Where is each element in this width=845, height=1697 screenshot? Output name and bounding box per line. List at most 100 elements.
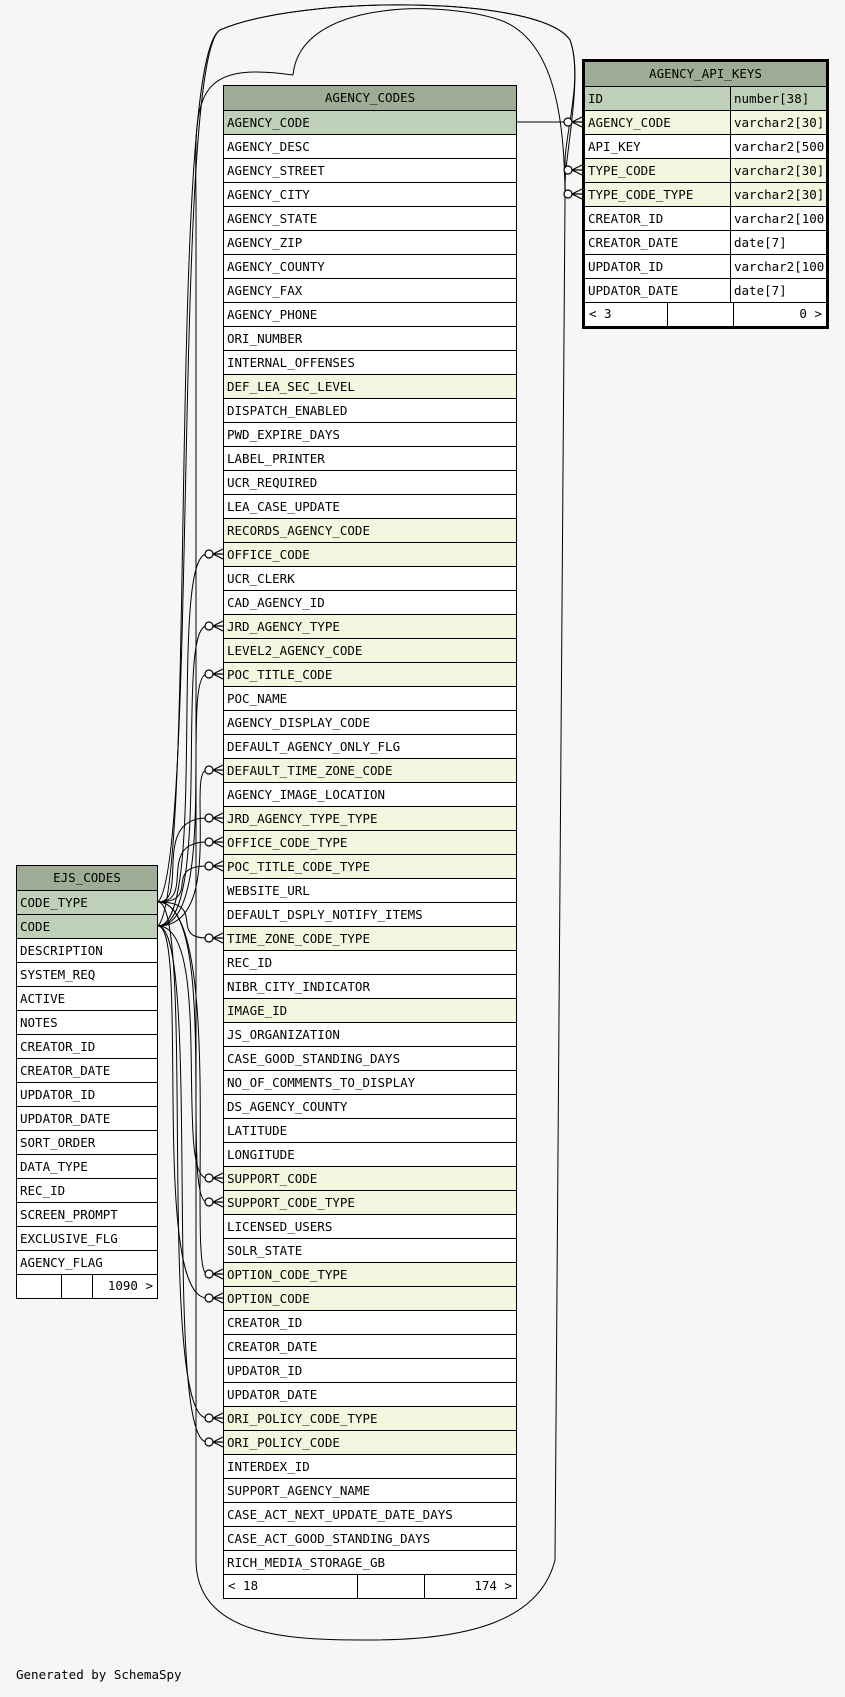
column-row[interactable]: LABEL_PRINTER: [224, 446, 516, 470]
column-row[interactable]: ORI_POLICY_CODE: [224, 1430, 516, 1454]
column-row[interactable]: EXCLUSIVE_FLG: [17, 1226, 157, 1250]
column-name: AGENCY_CITY: [227, 187, 310, 202]
column-row[interactable]: DS_AGENCY_COUNTY: [224, 1094, 516, 1118]
column-row[interactable]: AGENCY_DESC: [224, 134, 516, 158]
column-row[interactable]: POC_NAME: [224, 686, 516, 710]
column-row[interactable]: AGENCY_FLAG: [17, 1250, 157, 1274]
column-row[interactable]: INTERDEX_ID: [224, 1454, 516, 1478]
column-row[interactable]: NIBR_CITY_INDICATOR: [224, 974, 516, 998]
column-row[interactable]: INTERNAL_OFFENSES: [224, 350, 516, 374]
column-row[interactable]: UPDATOR_ID: [17, 1082, 157, 1106]
column-row[interactable]: DEF_LEA_SEC_LEVEL: [224, 374, 516, 398]
column-name: REC_ID: [20, 1183, 66, 1198]
column-row[interactable]: RICH_MEDIA_STORAGE_GB: [224, 1550, 516, 1574]
column-row[interactable]: OPTION_CODE_TYPE: [224, 1262, 516, 1286]
column-row[interactable]: CODE: [17, 914, 157, 938]
column-row[interactable]: AGENCY_ZIP: [224, 230, 516, 254]
row-count: 174 >: [424, 1575, 516, 1598]
column-row[interactable]: ORI_POLICY_CODE_TYPE: [224, 1406, 516, 1430]
column-row[interactable]: RECORDS_AGENCY_CODE: [224, 518, 516, 542]
column-row[interactable]: SUPPORT_AGENCY_NAME: [224, 1478, 516, 1502]
column-row[interactable]: DEFAULT_TIME_ZONE_CODE: [224, 758, 516, 782]
column-row[interactable]: PWD_EXPIRE_DAYS: [224, 422, 516, 446]
column-row[interactable]: NOTES: [17, 1010, 157, 1034]
relationship-line: [157, 925, 208, 1443]
column-row[interactable]: CREATOR_ID: [224, 1310, 516, 1334]
column-type: varchar2[500]: [730, 135, 826, 158]
column-row[interactable]: CAD_AGENCY_ID: [224, 590, 516, 614]
column-row[interactable]: AGENCY_STATE: [224, 206, 516, 230]
column-row[interactable]: AGENCY_PHONE: [224, 302, 516, 326]
column-row[interactable]: NO_OF_COMMENTS_TO_DISPLAY: [224, 1070, 516, 1094]
column-row[interactable]: CASE_ACT_GOOD_STANDING_DAYS: [224, 1526, 516, 1550]
column-row[interactable]: AGENCY_FAX: [224, 278, 516, 302]
column-row[interactable]: AGENCY_COUNTY: [224, 254, 516, 278]
column-name: NOTES: [20, 1015, 58, 1030]
column-row[interactable]: OPTION_CODE: [224, 1286, 516, 1310]
column-name: LEA_CASE_UPDATE: [227, 499, 340, 514]
table-header[interactable]: EJS_CODES: [17, 866, 157, 890]
column-row[interactable]: JRD_AGENCY_TYPE: [224, 614, 516, 638]
column-row[interactable]: DISPATCH_ENABLED: [224, 398, 516, 422]
column-row[interactable]: UCR_REQUIRED: [224, 470, 516, 494]
crow-foot-marker: [204, 620, 224, 632]
table-header[interactable]: AGENCY_API_KEYS: [585, 62, 826, 86]
column-row[interactable]: OFFICE_CODE: [224, 542, 516, 566]
column-row[interactable]: DEFAULT_DSPLY_NOTIFY_ITEMS: [224, 902, 516, 926]
column-row[interactable]: AGENCY_CODE: [224, 110, 516, 134]
column-row[interactable]: SUPPORT_CODE: [224, 1166, 516, 1190]
column-name: UPDATOR_DATE: [227, 1387, 318, 1402]
column-row[interactable]: LONGITUDE: [224, 1142, 516, 1166]
column-row[interactable]: OFFICE_CODE_TYPE: [224, 830, 516, 854]
column-row[interactable]: POC_TITLE_CODE: [224, 662, 516, 686]
column-row[interactable]: CASE_GOOD_STANDING_DAYS: [224, 1046, 516, 1070]
column-row[interactable]: CASE_ACT_NEXT_UPDATE_DATE_DAYS: [224, 1502, 516, 1526]
column-row[interactable]: REC_ID: [17, 1178, 157, 1202]
column-row[interactable]: AGENCY_DISPLAY_CODE: [224, 710, 516, 734]
column-row[interactable]: DEFAULT_AGENCY_ONLY_FLG: [224, 734, 516, 758]
column-row[interactable]: SCREEN_PROMPT: [17, 1202, 157, 1226]
column-row[interactable]: WEBSITE_URL: [224, 878, 516, 902]
column-row[interactable]: UPDATOR_DATE: [224, 1382, 516, 1406]
column-row[interactable]: SYSTEM_REQ: [17, 962, 157, 986]
column-row[interactable]: JRD_AGENCY_TYPE_TYPE: [224, 806, 516, 830]
column-row[interactable]: UCR_CLERK: [224, 566, 516, 590]
column-row[interactable]: SORT_ORDER: [17, 1130, 157, 1154]
column-row[interactable]: AGENCY_IMAGE_LOCATION: [224, 782, 516, 806]
column-row[interactable]: AGENCY_CITY: [224, 182, 516, 206]
column-row[interactable]: SOLR_STATE: [224, 1238, 516, 1262]
column-row[interactable]: CODE_TYPE: [17, 890, 157, 914]
column-row[interactable]: DATA_TYPE: [17, 1154, 157, 1178]
column-row[interactable]: ORI_NUMBER: [224, 326, 516, 350]
column-row[interactable]: UPDATOR_DATE: [17, 1106, 157, 1130]
column-row[interactable]: DESCRIPTION: [17, 938, 157, 962]
column-row[interactable]: JS_ORGANIZATION: [224, 1022, 516, 1046]
column-row[interactable]: REC_ID: [224, 950, 516, 974]
column-row[interactable]: CREATOR_ID: [17, 1034, 157, 1058]
column-row[interactable]: POC_TITLE_CODE_TYPE: [224, 854, 516, 878]
column-name: CASE_ACT_NEXT_UPDATE_DATE_DAYS: [227, 1507, 453, 1522]
column-row[interactable]: IMAGE_ID: [224, 998, 516, 1022]
column-row[interactable]: LICENSED_USERS: [224, 1214, 516, 1238]
column-row[interactable]: AGENCY_STREET: [224, 158, 516, 182]
column-row[interactable]: SUPPORT_CODE_TYPE: [224, 1190, 516, 1214]
column-row[interactable]: LEA_CASE_UPDATE: [224, 494, 516, 518]
table-header[interactable]: AGENCY_CODES: [224, 86, 516, 110]
column-type: varchar2[30]: [730, 183, 826, 206]
column-row[interactable]: LATITUDE: [224, 1118, 516, 1142]
column-row[interactable]: TIME_ZONE_CODE_TYPE: [224, 926, 516, 950]
column-row[interactable]: ACTIVE: [17, 986, 157, 1010]
column-row[interactable]: CREATOR_DATE: [17, 1058, 157, 1082]
column-row[interactable]: LEVEL2_AGENCY_CODE: [224, 638, 516, 662]
column-row[interactable]: CREATOR_DATE: [224, 1334, 516, 1358]
column-row[interactable]: UPDATOR_ID: [224, 1358, 516, 1382]
